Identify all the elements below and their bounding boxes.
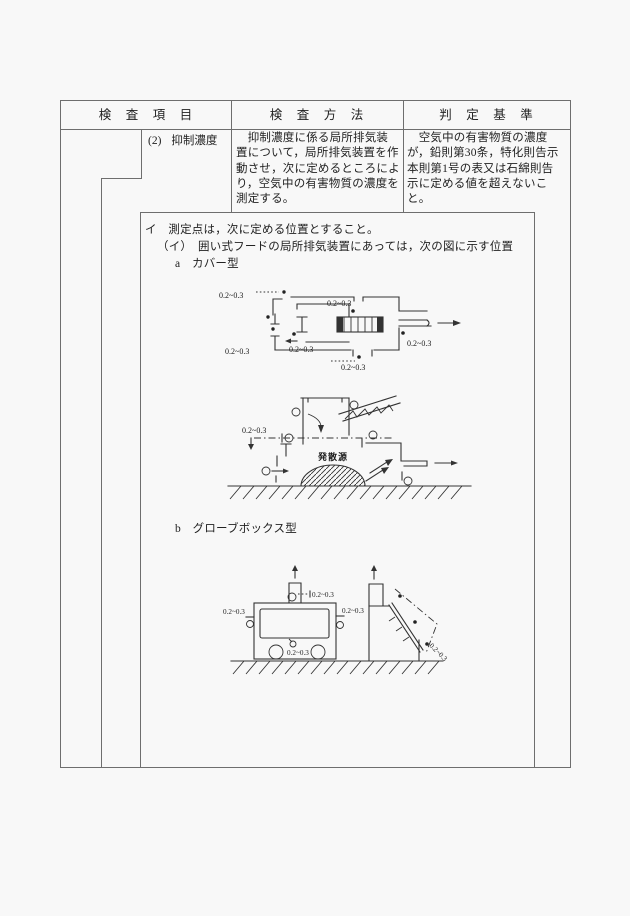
label-cover-type: a カバー型 [175,258,239,270]
dim-label: 0.2~0.3 [341,363,365,372]
column-divider-2 [403,101,404,212]
dim-label: 0.2~0.3 [223,608,245,616]
column-divider-1 [231,101,232,212]
dim-label: 0.2~0.3 [407,339,431,348]
item-cell-left-border [141,129,142,178]
header-judgment-criteria: 判 定 基 準 [439,108,534,122]
dim-label: 0.2~0.3 [219,291,243,300]
dim-label: 0.2~0.3 [242,426,266,435]
dim-label: 0.2~0.3 [342,607,364,615]
note-measure-points: イ 測定点は，次に定める位置とすること。 [145,224,379,236]
ground [227,485,472,500]
item-cell: (2) 抑制濃度 [148,132,217,148]
measure-line [248,430,393,450]
item-number: (2) [148,135,162,147]
content-left-border [140,212,141,767]
left-opening [261,443,292,483]
dim-label: 0.2~0.3 [428,642,449,663]
glovebox-type-diagram: 0.2~0.3 0.2~0.3 0.2~0.3 0.2~0.3 0.2~0.3 [223,565,449,675]
right-exhaust-duct [361,438,458,486]
header-inspection-method: 検 査 方 法 [269,108,365,122]
glovebox-side-view [368,565,438,662]
content-top-border [140,212,535,213]
glovebox-front-view [245,565,345,660]
outline-level1-border [101,178,102,767]
criteria-cell-text: 空気中の有害物質の濃度 が，鉛則第30条，特化則告示 本則第1号の表又は石綿則告… [407,132,559,206]
cover-type-plan-diagram: 0.2~0.3 0.2~0.3 0.2~0.3 0.2~0.3 0.2~0.3 … [219,290,461,372]
inspection-table: 検 査 項 目 検 査 方 法 判 定 基 準 (2) 抑制濃度 抑制濃度に係る局… [60,100,571,768]
method-cell-text: 抑制濃度に係る局所排気装 置について，局所排気装置を作 動させ，次に定めるところ… [236,132,400,206]
dim-label: 0.2~0.3 [327,299,351,308]
conveyor-truss [338,395,401,422]
header-bottom-border [61,129,570,130]
header-inspection-item: 検 査 項 目 [98,108,194,122]
item-cell-step-border [101,178,142,179]
dim-label: 0.2~0.3 [289,345,313,354]
dim-label: 0.2~0.3 [287,649,309,657]
note-enclosed-hood: （イ） 囲い式フードの局所排気装置にあっては，次の図に示す位置 [157,241,514,253]
dim-label: 0.2~0.3 [312,591,334,599]
emission-source: 発散源 [300,451,366,487]
side-hood-structure [291,397,350,445]
dim-label: 0.2~0.3 [225,347,249,356]
emission-source-label: 発散源 [317,451,348,462]
item-label: 抑制濃度 [171,135,218,147]
cover-type-side-diagram: 発散源 0.2~0.3 [227,395,472,500]
plan-outline [256,290,461,362]
content-right-border [534,212,535,767]
label-glovebox-type: b グローブボックス型 [175,523,297,535]
plan-inner-hood [285,303,384,344]
plan-dimension-labels: 0.2~0.3 0.2~0.3 0.2~0.3 0.2~0.3 0.2~0.3 … [219,291,431,372]
ground [230,660,444,675]
